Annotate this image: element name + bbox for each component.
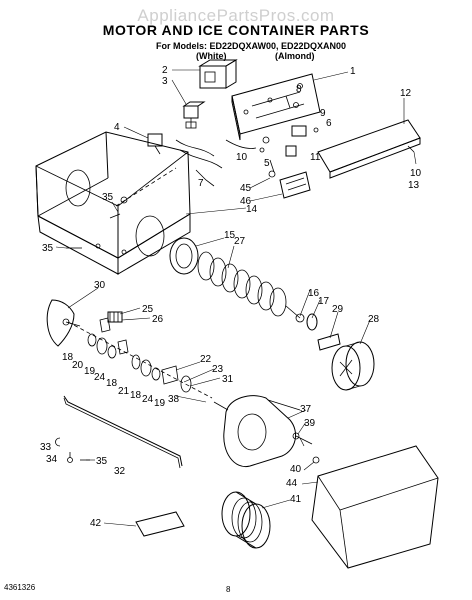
small-hardware (259, 95, 319, 178)
color-variants: (White) (Almond) (196, 51, 376, 61)
page-number: 8 (226, 585, 231, 594)
callout-7: 7 (198, 178, 204, 189)
callout-1: 1 (350, 66, 356, 77)
mounting-plate (231, 73, 321, 141)
callout-41: 41 (290, 494, 302, 505)
diagram-title: MOTOR AND ICE CONTAINER PARTS (102, 22, 370, 38)
callout-30: 30 (94, 280, 106, 291)
callout-33: 33 (40, 442, 52, 453)
callout-26: 26 (152, 314, 164, 325)
crusher-blade (46, 299, 81, 347)
cover-panel (317, 119, 421, 179)
callout-17: 17 (318, 296, 330, 307)
callout-21: 21 (118, 386, 130, 397)
clips-and-screws (55, 213, 121, 463)
variant-white: (White) (196, 51, 227, 61)
actuator-rod (63, 395, 183, 469)
ice-chute-duct (221, 491, 271, 549)
ice-bucket (311, 445, 439, 569)
auger-coil (197, 251, 301, 319)
callout-14: 14 (246, 204, 258, 215)
callout-28: 28 (368, 314, 380, 325)
callout-42: 42 (90, 518, 102, 529)
callout-22: 22 (200, 354, 212, 365)
leader-lines (55, 69, 417, 527)
switch (147, 133, 163, 155)
variant-almond: (Almond) (275, 51, 315, 61)
callout-23: 23 (212, 364, 224, 375)
auger-motor (198, 59, 238, 89)
callout-46: 46 (240, 196, 252, 207)
callout-35-bottom: 35 (96, 456, 108, 467)
callout-32: 32 (114, 466, 126, 477)
callout-18b: 18 (106, 378, 118, 389)
callout-6: 6 (326, 118, 332, 129)
callout-35-top: 35 (102, 192, 114, 203)
callout-16: 16 (308, 288, 320, 299)
callout-44: 44 (286, 478, 298, 489)
callout-13: 13 (408, 180, 420, 191)
callout-3: 3 (162, 76, 168, 87)
watermark: AppliancePartsPros.com (137, 6, 335, 25)
callout-35-left: 35 (42, 243, 54, 254)
motor-hardware (292, 432, 320, 464)
callout-19a: 19 (84, 366, 96, 377)
callout-12: 12 (400, 88, 412, 99)
callout-18a: 18 (62, 352, 74, 363)
callout-4: 4 (114, 122, 120, 133)
ice-crusher-bracket (279, 171, 311, 199)
callout-10b: 10 (410, 168, 422, 179)
callout-29: 29 (332, 304, 344, 315)
callout-34: 34 (46, 454, 58, 465)
door-shield (135, 511, 185, 537)
auger-hardware (295, 313, 341, 351)
callout-15: 15 (224, 230, 236, 241)
callout-24a: 24 (94, 372, 106, 383)
callout-24b: 24 (142, 394, 154, 405)
callout-5: 5 (264, 158, 270, 169)
callout-18c: 18 (130, 390, 142, 401)
bushing (169, 237, 199, 275)
callout-27: 27 (234, 236, 246, 247)
crusher-assembly (67, 311, 213, 399)
callout-39: 39 (304, 418, 316, 429)
models-line: For Models: ED22DQXAW00, ED22DQXAN00 (156, 41, 347, 51)
callout-40: 40 (290, 464, 302, 475)
ice-container-housing (35, 131, 191, 275)
callout-25: 25 (142, 304, 154, 315)
drive-wheel (331, 341, 375, 391)
callout-11: 11 (310, 152, 321, 163)
callout-9: 9 (320, 108, 326, 119)
document-number: 4361326 (4, 583, 36, 592)
callout-20: 20 (72, 360, 84, 371)
callout-38: 38 (168, 394, 180, 405)
callout-31: 31 (222, 374, 234, 385)
wiring-harness (175, 139, 257, 187)
callout-2: 2 (162, 65, 168, 76)
callout-37: 37 (300, 404, 312, 415)
callout-45: 45 (240, 183, 252, 194)
callout-labels: 1 2 3 4 5 6 7 8 9 10 11 12 10 13 14 45 4… (40, 65, 422, 529)
drive-motor-housing (213, 395, 301, 468)
callout-10: 10 (236, 152, 248, 163)
solenoid (182, 101, 206, 129)
callout-8: 8 (296, 84, 302, 95)
callout-19b: 19 (154, 398, 166, 409)
